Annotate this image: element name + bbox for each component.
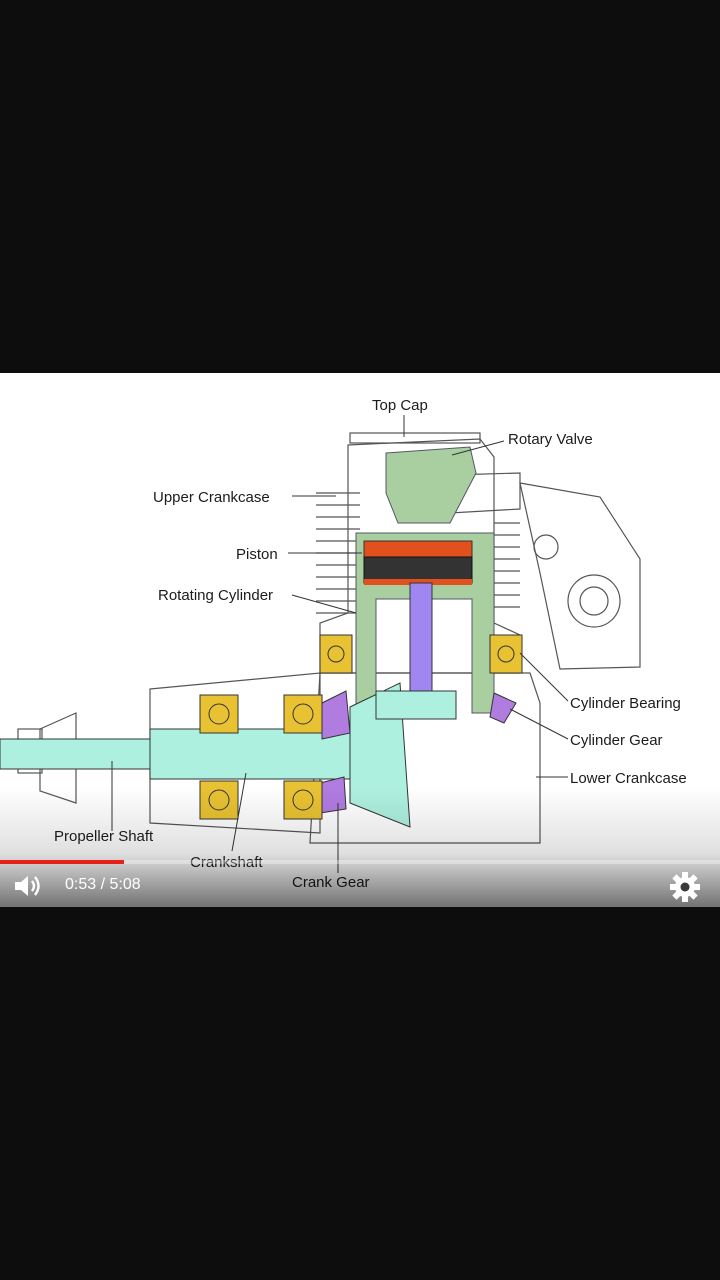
duration: 5:08: [109, 876, 141, 893]
time-separator: /: [96, 876, 110, 893]
current-time: 0:53: [65, 876, 97, 893]
side-housing: [519, 482, 641, 670]
progress-bar[interactable]: [0, 860, 720, 864]
volume-icon[interactable]: [12, 872, 44, 900]
label-top-cap: Top Cap: [372, 397, 428, 414]
label-lower-crankcase: Lower Crankcase: [570, 770, 687, 787]
piston-band-shape: [363, 556, 473, 584]
label-cylinder-bearing: Cylinder Bearing: [570, 695, 681, 712]
top-cap-shape: [349, 432, 481, 444]
label-upper-crankcase: Upper Crankcase: [153, 489, 270, 506]
label-rotary-valve: Rotary Valve: [508, 431, 593, 448]
label-propeller-shaft: Propeller Shaft: [54, 828, 154, 845]
video-frame: Top Cap Rotary Valve Upper Crankcase Pis…: [0, 397, 687, 891]
gear-icon[interactable]: [668, 870, 702, 904]
cylinder-fins-right: [494, 522, 520, 608]
label-rotating-cylinder: Rotating Cylinder: [158, 587, 273, 604]
label-cylinder-gear: Cylinder Gear: [570, 732, 663, 749]
cylinder-gear-right: [489, 692, 517, 724]
piston-ring-shape: [363, 540, 473, 558]
valve-passage: [385, 446, 477, 524]
cylinder-gear-left: [321, 690, 351, 740]
connecting-rod-shape: [409, 582, 433, 694]
propeller-shaft-shape: [0, 738, 161, 770]
crank-gear-shape: [319, 776, 347, 814]
piston-ring-lower: [364, 579, 472, 585]
label-piston: Piston: [236, 546, 278, 563]
control-bar: 0:53 / 5:08: [0, 864, 720, 907]
time-display: 0:53 / 5:08: [65, 876, 141, 894]
crank-pin: [375, 690, 457, 720]
video-player[interactable]: Top Cap Rotary Valve Upper Crankcase Pis…: [0, 373, 720, 907]
progress-played: [0, 860, 124, 864]
